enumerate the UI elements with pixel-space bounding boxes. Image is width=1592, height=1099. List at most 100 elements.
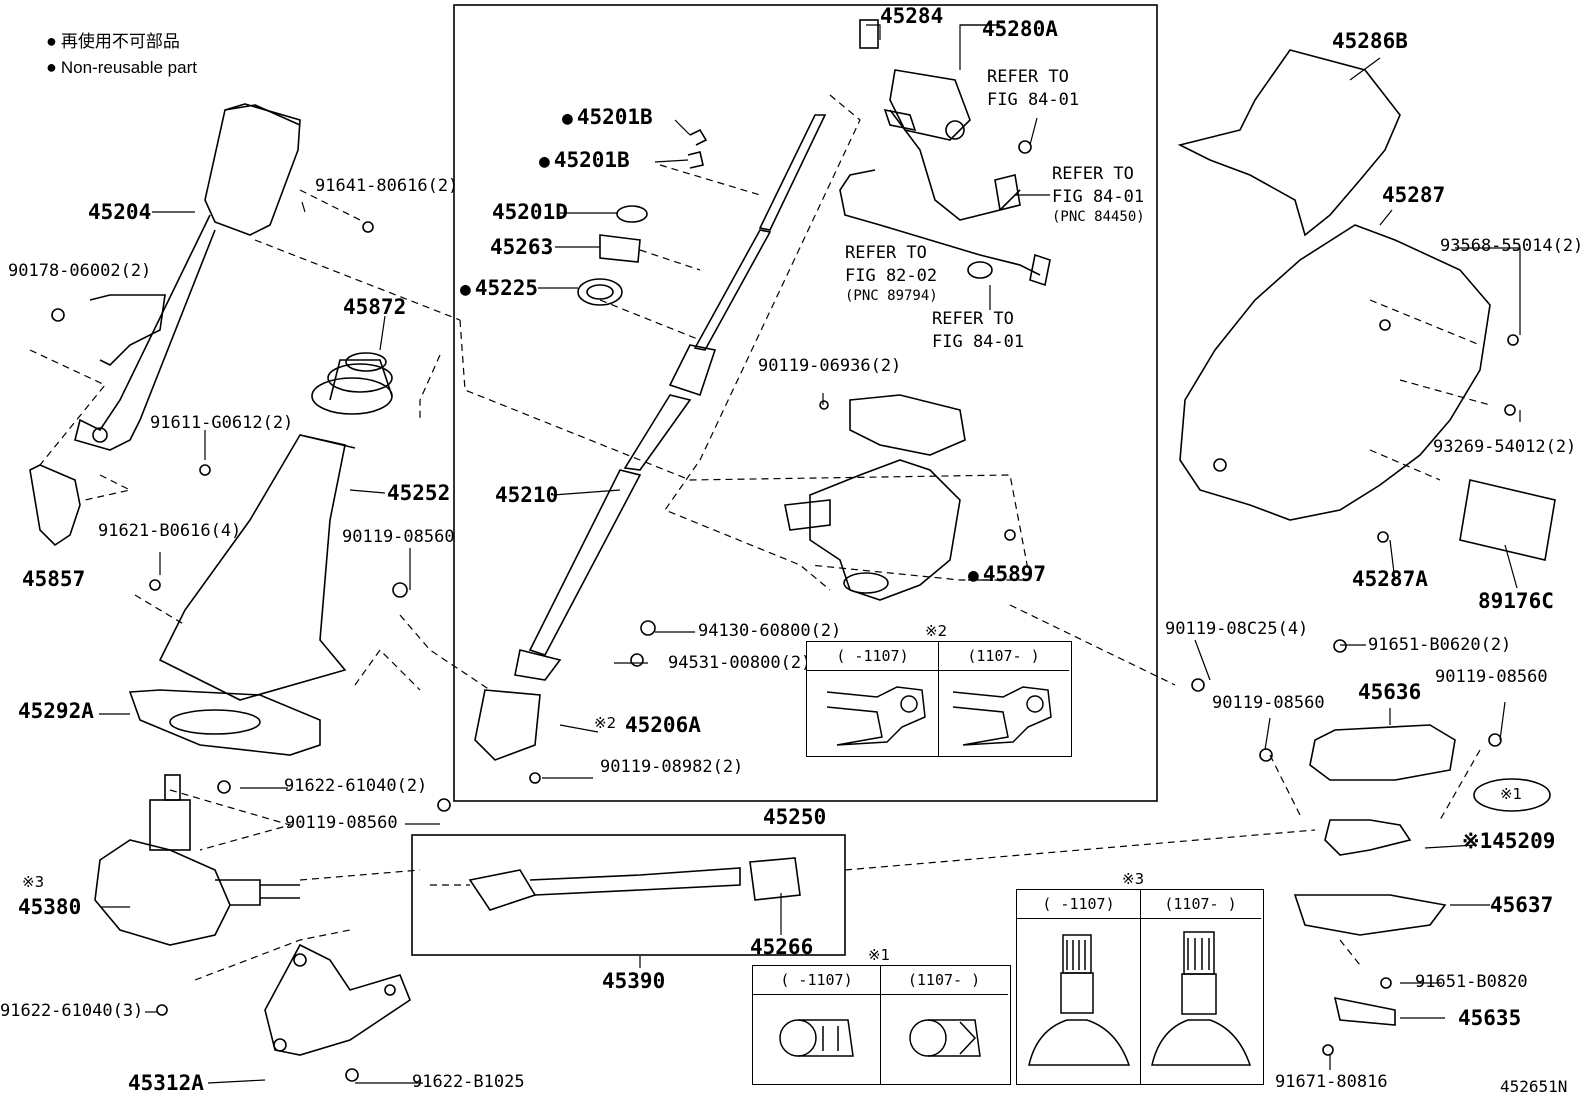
table-3-head-1: ( -1107) bbox=[1017, 890, 1140, 919]
group-box-45250 bbox=[453, 4, 1158, 802]
label-90119-08560-d: 90119-08560 bbox=[1212, 693, 1325, 713]
label-45380: 45380 bbox=[18, 895, 82, 919]
ref-84-01-c-line2: FIG 84-01 bbox=[932, 332, 1025, 352]
table-3-head-2: (1107- ) bbox=[1140, 890, 1261, 919]
label-90119-08982: 90119-08982(2) bbox=[600, 757, 744, 777]
callout-mark-1: ※1 bbox=[1500, 785, 1523, 803]
clip-45201D-drawing bbox=[616, 205, 648, 223]
label-90119-06936: 90119-06936(2) bbox=[758, 356, 902, 376]
cover-45637-drawing bbox=[1293, 894, 1447, 936]
label-45287A: 45287A bbox=[1352, 567, 1428, 591]
shaft-45390-drawing bbox=[468, 857, 801, 911]
table-2-head-1: ( -1107) bbox=[807, 642, 938, 671]
label-45872: 45872 bbox=[343, 295, 407, 319]
seal-45225-drawing bbox=[577, 278, 623, 306]
label-45280A: 45280A bbox=[982, 17, 1058, 41]
label-45857: 45857 bbox=[22, 567, 86, 591]
label-45201B-b: 45201B bbox=[539, 149, 630, 173]
label-93269-54012: 93269-54012(2) bbox=[1433, 437, 1577, 457]
label-45286B: 45286B bbox=[1332, 29, 1408, 53]
bracket-45857-drawing bbox=[29, 464, 81, 547]
joint-late-drawing bbox=[909, 1019, 981, 1057]
table-3-mark: ※3 bbox=[1122, 870, 1145, 888]
ref-84-01-b-line1: REFER TO bbox=[1052, 164, 1134, 184]
label-90178-06002: 90178-06002(2) bbox=[8, 261, 152, 281]
label-45380-mark: ※3 bbox=[22, 873, 45, 891]
label-45636: 45636 bbox=[1358, 680, 1422, 704]
shaft-late-drawing bbox=[1151, 931, 1252, 1066]
label-89176C: 89176C bbox=[1478, 589, 1554, 613]
clip-45263-drawing bbox=[599, 234, 641, 263]
label-45209: ※145209 bbox=[1462, 829, 1556, 853]
label-45897: 45897 bbox=[968, 563, 1046, 587]
label-45206A-mark: ※2 bbox=[594, 714, 617, 732]
joint-early-drawing bbox=[779, 1019, 854, 1057]
cable-82-02-drawing bbox=[839, 169, 1041, 276]
lock-assembly-drawing bbox=[784, 394, 966, 601]
table-1-col-1: ( -1107) bbox=[753, 966, 881, 1084]
label-91641-80616: 91641-80616(2) bbox=[315, 176, 459, 196]
table-1-head-1: ( -1107) bbox=[753, 966, 880, 995]
label-94531-00800: 94531-00800(2) bbox=[668, 653, 812, 673]
boot-45872-drawing bbox=[311, 352, 393, 415]
label-45266: 45266 bbox=[750, 935, 814, 959]
label-45225: 45225 bbox=[460, 277, 538, 301]
label-45204: 45204 bbox=[88, 200, 152, 224]
gear-45380-drawing bbox=[94, 774, 300, 946]
variant-table-3: ( -1107) (1107- ) bbox=[1016, 889, 1264, 1085]
table-2-col-2: (1107- ) bbox=[938, 642, 1069, 756]
bracket-45635-drawing bbox=[1333, 996, 1396, 1026]
label-45210: 45210 bbox=[495, 483, 559, 507]
yoke-late-drawing bbox=[952, 686, 1052, 746]
cover-45252-drawing bbox=[158, 434, 356, 701]
label-45252: 45252 bbox=[387, 481, 451, 505]
label-45292A: 45292A bbox=[18, 699, 94, 723]
cover-45286B-drawing bbox=[1177, 49, 1401, 237]
label-91651-B0820: 91651-B0820 bbox=[1415, 972, 1528, 992]
label-45201B-a: 45201B bbox=[562, 106, 653, 130]
label-90119-08C25: 90119-08C25(4) bbox=[1165, 619, 1309, 639]
callout-bubble-drawing bbox=[1473, 778, 1551, 812]
clip-45201B-a-drawing bbox=[689, 128, 708, 146]
legend-en: Non-reusable part bbox=[46, 56, 197, 79]
table-2-col-1: ( -1107) bbox=[807, 642, 939, 756]
variant-table-2: ( -1107) (1107- ) bbox=[806, 641, 1072, 757]
label-91621-B0616: 91621-B0616(4) bbox=[98, 521, 242, 541]
table-2-head-2: (1107- ) bbox=[938, 642, 1069, 671]
label-90119-08560-a: 90119-08560 bbox=[342, 527, 455, 547]
label-45637: 45637 bbox=[1490, 893, 1554, 917]
table-1-mark: ※1 bbox=[868, 946, 891, 964]
table-2-mark: ※2 bbox=[925, 622, 948, 640]
cover-45636-drawing bbox=[1309, 724, 1456, 781]
joint-45209-drawing bbox=[1324, 819, 1412, 856]
label-90119-08560-b: 90119-08560 bbox=[285, 813, 398, 833]
label-45250: 45250 bbox=[763, 805, 827, 829]
ref-84-01-a-line1: REFER TO bbox=[987, 67, 1069, 87]
table-1-head-2: (1107- ) bbox=[880, 966, 1008, 995]
label-45201D: 45201D bbox=[492, 200, 568, 224]
ref-82-02-line2: FIG 82-02 bbox=[845, 266, 938, 286]
label-45284: 45284 bbox=[880, 4, 944, 28]
table-3-col-2: (1107- ) bbox=[1140, 890, 1261, 1084]
ref-82-02-line1: REFER TO bbox=[845, 243, 927, 263]
label-45635: 45635 bbox=[1458, 1006, 1522, 1030]
shaft-45210-drawing bbox=[474, 114, 827, 761]
label-45390: 45390 bbox=[602, 969, 666, 993]
shaft-early-drawing bbox=[1028, 934, 1131, 1066]
connector-45280A-drawing bbox=[859, 19, 1021, 221]
label-90119-08560-c: 90119-08560 bbox=[1435, 667, 1548, 687]
label-89176C-drawing bbox=[1459, 479, 1556, 561]
label-93568-55014: 93568-55014(2) bbox=[1440, 236, 1584, 256]
bracket-45204-drawing bbox=[74, 103, 301, 451]
ref-84-01-a-line2: FIG 84-01 bbox=[987, 90, 1080, 110]
ref-84-01-c-line1: REFER TO bbox=[932, 309, 1014, 329]
label-91671-80816: 91671-80816 bbox=[1275, 1072, 1388, 1092]
bolt-drawings bbox=[51, 140, 1519, 1082]
variant-table-1: ( -1107) (1107- ) bbox=[752, 965, 1011, 1085]
clip-45201B-b-drawing bbox=[687, 151, 704, 169]
label-45312A: 45312A bbox=[128, 1071, 204, 1095]
ref-84-01-b-line2: FIG 84-01 bbox=[1052, 187, 1145, 207]
label-91622-61040-2: 91622-61040(2) bbox=[284, 776, 428, 796]
legend-jp: 再使用不可部品 bbox=[46, 30, 180, 53]
